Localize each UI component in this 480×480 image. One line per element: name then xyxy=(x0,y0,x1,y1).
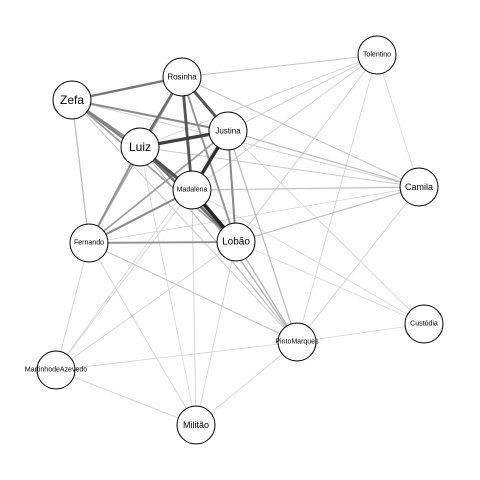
edge-madalena-camila xyxy=(191,186,420,191)
node-rosinha[interactable]: Rosinha xyxy=(162,57,202,97)
edge-rosinha-camila xyxy=(181,76,420,188)
node-militao[interactable]: Militão xyxy=(176,405,216,445)
node-label-camila: Camila xyxy=(405,182,433,192)
node-circle-justina xyxy=(208,111,248,151)
edge-militao-lobao xyxy=(195,241,237,426)
edge-pintomarques-camila xyxy=(296,186,420,343)
edge-camila-fernando xyxy=(88,186,420,244)
node-label-rosinha: Rosinha xyxy=(167,73,197,82)
edge-tolentino-luiz xyxy=(139,54,378,148)
node-label-tolentino: Tolentino xyxy=(363,52,391,59)
node-tolentino[interactable]: Tolentino xyxy=(357,35,397,75)
node-label-pintomarques: PintoMarques xyxy=(275,339,319,346)
edge-fernando-pintomarques xyxy=(88,242,298,343)
edge-militao-pintomarques xyxy=(195,341,298,426)
node-circle-madalena xyxy=(172,170,212,210)
edge-tolentino-pintomarques xyxy=(296,54,378,343)
node-label-militao: Militão xyxy=(183,420,209,430)
node-label-madalena: Madalena xyxy=(177,187,208,194)
edge-fernando-lobao xyxy=(88,241,237,244)
node-fernando[interactable]: Fernando xyxy=(69,223,109,263)
edge-rosinha-tolentino xyxy=(181,54,378,78)
node-circle-zefa xyxy=(52,80,92,120)
edge-zefa-camila xyxy=(71,99,420,188)
node-camila[interactable]: Camila xyxy=(399,167,439,207)
node-label-zefa: Zefa xyxy=(60,93,84,107)
node-circle-lobao xyxy=(216,222,256,262)
edge-martinhodeazevedo-militao xyxy=(55,369,197,426)
edge-custodia-madalena xyxy=(191,189,425,325)
node-label-lobao: Lobão xyxy=(222,237,250,248)
edge-custodia-pintomarques xyxy=(296,323,425,343)
edge-justina-tolentino xyxy=(227,54,378,132)
node-custodia[interactable]: Custódia xyxy=(404,304,444,344)
edge-militao-fernando xyxy=(88,242,197,426)
edge-zefa-fernando xyxy=(71,99,90,244)
edge-tolentino-lobao xyxy=(235,54,378,243)
node-circle-rosinha xyxy=(162,57,202,97)
node-label-justina: Justina xyxy=(215,127,241,136)
node-label-fernando: Fernando xyxy=(74,240,104,247)
edge-zefa-justina xyxy=(70,98,230,133)
edge-martinhodeazevedo-justina xyxy=(55,130,229,371)
node-madalena[interactable]: Madalena xyxy=(172,170,212,210)
edge-luiz-camila xyxy=(139,146,420,188)
node-label-luiz: Luiz xyxy=(129,140,151,154)
edge-martinhodeazevedo-madalena xyxy=(55,189,193,371)
node-luiz[interactable]: Luiz xyxy=(120,127,160,167)
node-circle-custodia xyxy=(404,304,444,344)
node-circle-pintomarques xyxy=(277,322,317,362)
edge-justina-pintomarques xyxy=(227,130,298,343)
edge-tolentino-madalena xyxy=(191,54,378,191)
edge-martinhodeazevedo-lobao xyxy=(55,241,237,371)
edge-custodia-lobao xyxy=(235,241,425,325)
node-zefa[interactable]: Zefa xyxy=(52,80,92,120)
edge-martinhodeazevedo-fernando xyxy=(55,242,90,371)
node-label-custodia: Custódia xyxy=(410,321,438,328)
node-circle-militao xyxy=(176,405,216,445)
edge-lobao-camila xyxy=(235,186,420,243)
edge-zefa-lobao xyxy=(71,99,237,243)
node-justina[interactable]: Justina xyxy=(208,111,248,151)
edge-lobao-pintomarques xyxy=(235,241,298,343)
node-label-martinhodeazevedo: MartinhodeAzevedo xyxy=(25,367,87,374)
node-pintomarques[interactable]: PintoMarques xyxy=(275,322,319,362)
node-circle-fernando xyxy=(69,223,109,263)
node-circle-martinhodeazevedo xyxy=(36,350,76,390)
node-circle-luiz xyxy=(120,127,160,167)
edge-custodia-justina xyxy=(227,130,425,325)
edge-tolentino-camila xyxy=(376,54,420,188)
node-circle-tolentino xyxy=(357,35,397,75)
edge-martinhodeazevedo-pintomarques xyxy=(55,341,298,371)
edge-zefa-pintomarques xyxy=(71,99,298,343)
edge-justina-camila xyxy=(227,130,420,188)
node-lobao[interactable]: Lobão xyxy=(216,222,256,262)
node-circle-camila xyxy=(399,167,439,207)
node-martinhodeazevedo[interactable]: MartinhodeAzevedo xyxy=(25,350,87,390)
